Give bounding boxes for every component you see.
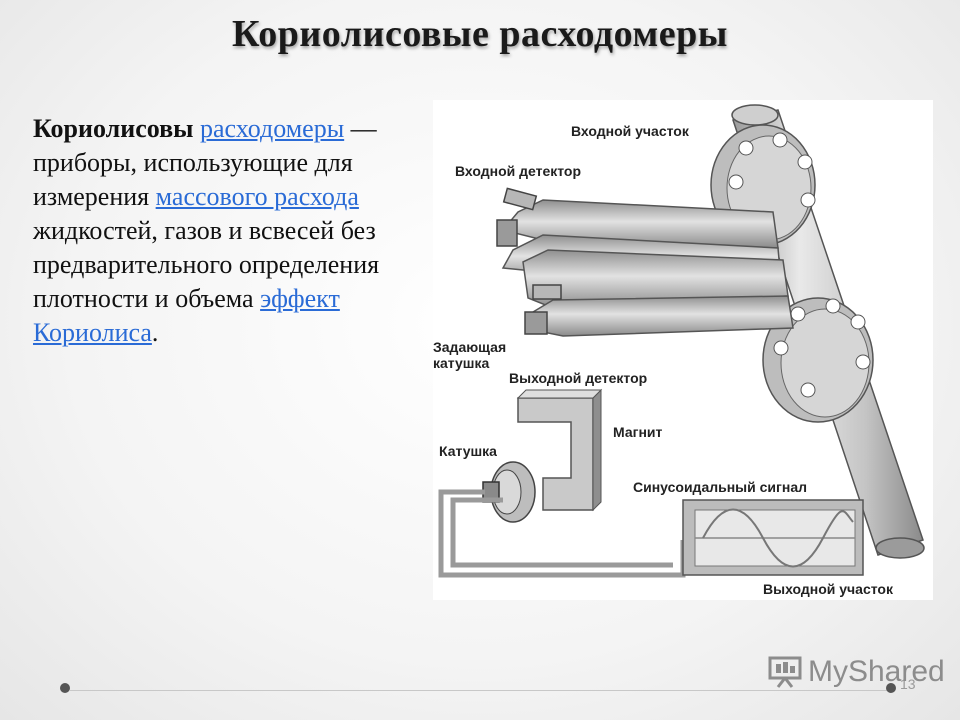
- label-inlet-detector: Входной детектор: [455, 163, 581, 179]
- link-coriolis-effect[interactable]: эффект Кориолиса: [33, 284, 340, 347]
- lower-flange: [762, 297, 874, 423]
- text-part-1: — приборы, использующие для измерения: [33, 114, 377, 211]
- label-inlet-section: Входной участок: [571, 123, 690, 139]
- footer-divider: [70, 690, 890, 691]
- magnet: [516, 388, 603, 512]
- text-part-2: жидкостей, газов и всвесей без предварит…: [33, 216, 380, 313]
- lead-term: Кориолисовы: [33, 114, 194, 143]
- label-outlet-detector: Выходной детектор: [509, 370, 647, 386]
- coriolis-flowmeter-diagram: Входной участок Входной детектор Задающа…: [433, 100, 933, 600]
- label-sine-signal: Синусоидальный сигнал: [633, 479, 807, 495]
- label-outlet-section: Выходной участок: [763, 581, 894, 597]
- sine-signal-display: [682, 499, 864, 576]
- text-part-3: .: [151, 318, 159, 347]
- label-drive-coil-1: Задающая: [433, 339, 506, 355]
- measuring-tubes: [496, 187, 794, 337]
- link-flowmeters[interactable]: расходомеры: [199, 114, 345, 143]
- presentation-board-icon: [768, 656, 802, 688]
- watermark-brand: MyShared: [808, 655, 945, 688]
- drive-coil: [482, 461, 536, 523]
- footer-dot-right: [886, 683, 896, 693]
- label-magnet: Магнит: [613, 424, 663, 440]
- page-number: 13: [900, 676, 916, 692]
- description-paragraph: Кориолисовы расходомеры — приборы, испол…: [33, 112, 413, 350]
- slide-title: Кориолисовые расходомеры: [232, 13, 728, 55]
- label-coil: Катушка: [439, 443, 497, 459]
- link-mass-flow[interactable]: массового расхода: [155, 182, 359, 211]
- label-drive-coil-2: катушка: [433, 355, 489, 371]
- footer-dot-left: [60, 683, 70, 693]
- watermark: MyShared: [768, 652, 945, 692]
